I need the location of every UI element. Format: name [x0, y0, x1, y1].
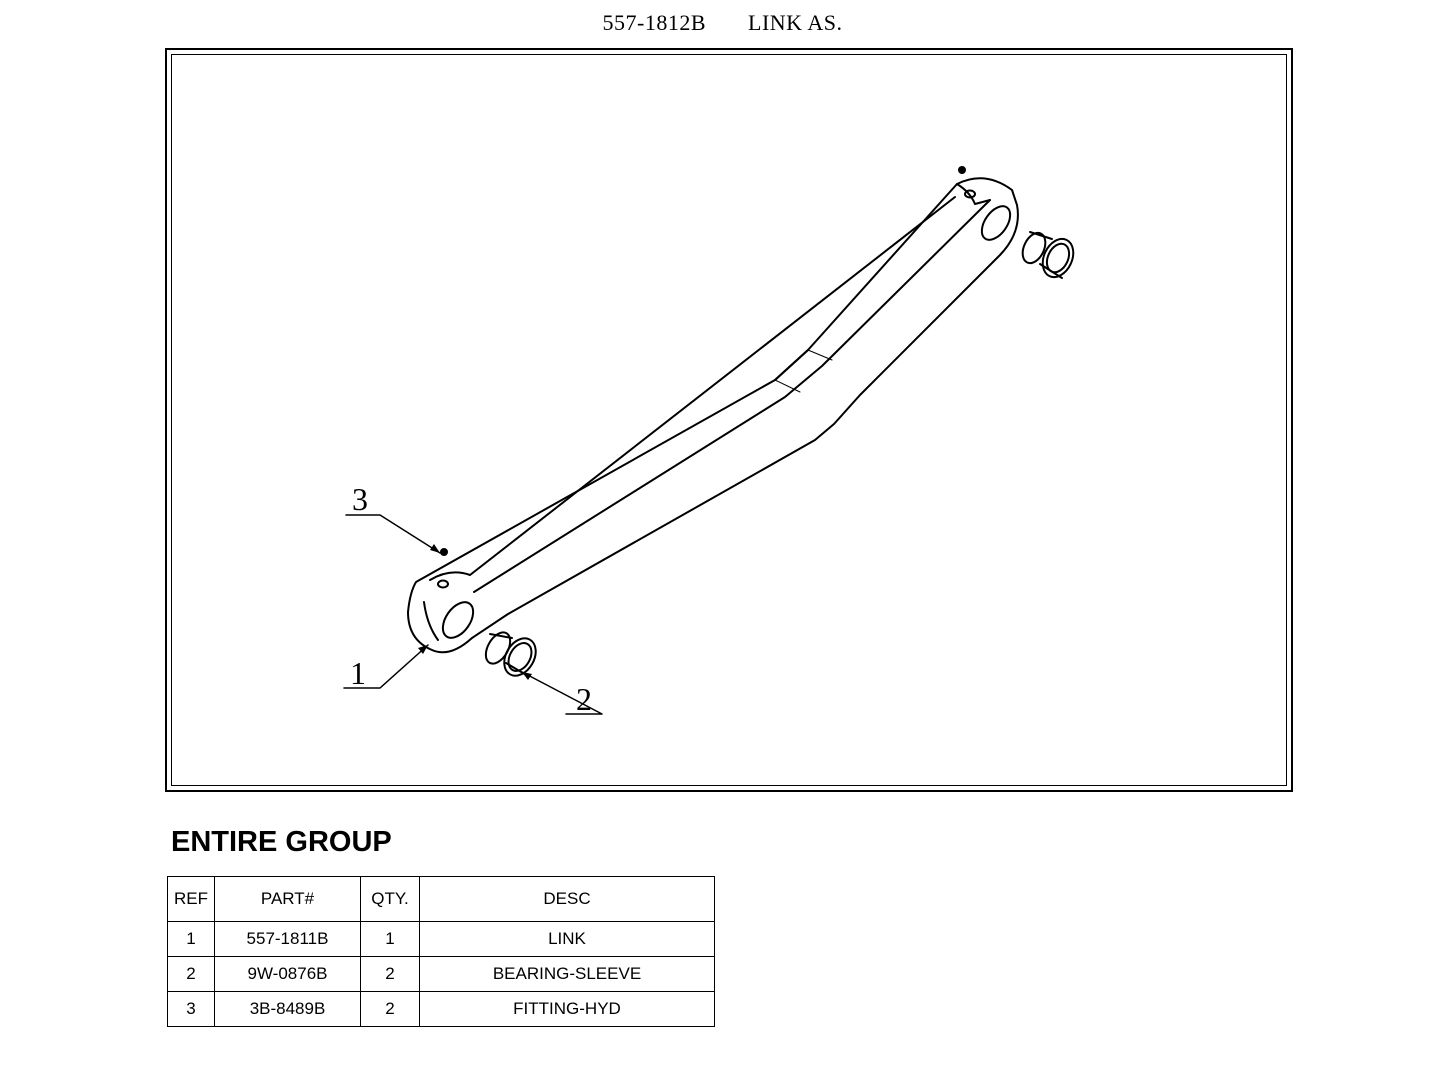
arrowhead-1 [418, 645, 428, 654]
fitting-hyd-lower [440, 548, 448, 556]
grease-hole-upper [964, 189, 976, 199]
cell-part: 3B-8489B [214, 991, 361, 1027]
col-desc-header: DESC [419, 876, 715, 922]
bearing-sleeve-upper [1021, 231, 1075, 279]
table-header-row: REF PART# QTY. DESC [167, 876, 715, 922]
group-heading: ENTIRE GROUP [171, 826, 392, 858]
bearing-sleeve-lower [484, 631, 537, 677]
table-row: 2 9W-0876B 2 BEARING-SLEEVE [167, 956, 715, 992]
col-ref-header: REF [167, 876, 215, 922]
cell-ref: 1 [167, 921, 215, 957]
parts-table: REF PART# QTY. DESC 1 557-1811B 1 LINK 2… [167, 876, 715, 1027]
bore-hole-upper [980, 205, 1012, 241]
leader-lines [343, 514, 603, 715]
drawing-frame [165, 48, 1293, 792]
cell-part: 557-1811B [214, 921, 361, 957]
table-row: 1 557-1811B 1 LINK [167, 921, 715, 957]
cell-desc: BEARING-SLEEVE [419, 956, 715, 992]
fitting-hyd-upper [958, 166, 966, 174]
cell-desc: LINK [419, 921, 715, 957]
cell-qty: 2 [360, 956, 420, 992]
cell-part: 9W-0876B [214, 956, 361, 992]
exploded-view-drawing: 3 1 2 [343, 166, 1075, 717]
col-part-header: PART# [214, 876, 361, 922]
cell-desc: FITTING-HYD [419, 991, 715, 1027]
callout-1: 1 [350, 655, 366, 691]
callout-3: 3 [352, 481, 368, 517]
document-title: 557-1812B LINK AS. [0, 10, 1445, 36]
col-qty-header: QTY. [360, 876, 420, 922]
cell-ref: 3 [167, 991, 215, 1027]
link-arm [407, 177, 1019, 654]
bore-hole-lower [441, 601, 475, 639]
drawing-inner-border [171, 54, 1287, 786]
arrowhead-3 [430, 544, 440, 553]
part-code: 557-1812B [602, 10, 707, 35]
callout-2: 2 [576, 681, 592, 717]
grease-hole-lower [437, 579, 449, 589]
arrowhead-2 [522, 672, 532, 680]
table-row: 3 3B-8489B 2 FITTING-HYD [167, 991, 715, 1027]
part-name: LINK AS. [748, 10, 843, 35]
cell-ref: 2 [167, 956, 215, 992]
cell-qty: 1 [360, 921, 420, 957]
cell-qty: 2 [360, 991, 420, 1027]
